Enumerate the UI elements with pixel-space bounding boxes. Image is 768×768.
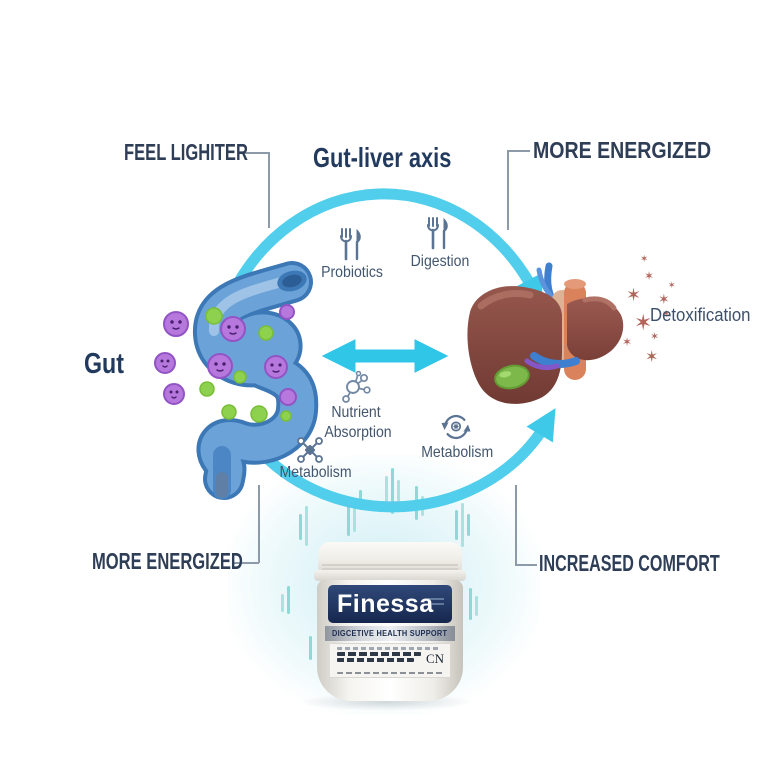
equalizer-line bbox=[455, 510, 458, 540]
toxin-star-icon: ✶ bbox=[634, 310, 653, 335]
x-molecule-icon bbox=[297, 437, 323, 463]
nutrient-line2: Absorption bbox=[324, 424, 392, 441]
cycle-arc-top bbox=[218, 188, 543, 320]
equalizer-line bbox=[309, 636, 312, 660]
label-decoration bbox=[432, 603, 444, 605]
liver-left-lobe bbox=[467, 286, 562, 404]
fine-print-line bbox=[337, 658, 414, 662]
callout-more-energized-bottom: MORE ENERGIZED bbox=[92, 548, 243, 574]
cn-code: CN bbox=[425, 651, 444, 666]
probiotics-label: Probiotics bbox=[321, 264, 383, 281]
connector-line bbox=[243, 152, 269, 154]
toxin-star-icon: ✶ bbox=[640, 254, 649, 265]
connector-line bbox=[507, 150, 530, 152]
digestion-label: Digestion bbox=[410, 253, 470, 270]
jar-brand-band: Finessa bbox=[328, 585, 452, 623]
equalizer-line bbox=[461, 503, 464, 547]
connector-line bbox=[515, 564, 537, 566]
page-title: Gut-liver axis bbox=[313, 142, 452, 173]
jar-info-panel: CN bbox=[330, 643, 450, 678]
metabolism-right-label: Metabolism bbox=[421, 444, 494, 461]
liver-right-lobe bbox=[567, 298, 624, 361]
equalizer-line bbox=[469, 588, 472, 620]
cycle-arrows-icon bbox=[441, 415, 471, 439]
toxin-star-icon: ✶ bbox=[668, 280, 676, 290]
toxin-star-icon: ✶ bbox=[626, 285, 642, 305]
equalizer-line bbox=[385, 476, 388, 506]
detoxification-label: Detoxification bbox=[650, 305, 751, 325]
equalizer-line bbox=[467, 514, 470, 536]
equalizer-line bbox=[347, 498, 350, 536]
jar-lid bbox=[318, 542, 462, 572]
toxin-star-icon: ✶ bbox=[645, 349, 659, 366]
jar-silver-band: DIGCETIVE HEALTH SUPPORT bbox=[325, 626, 455, 641]
toxin-star-icon: ✶ bbox=[644, 269, 655, 283]
molecule-icon bbox=[342, 370, 371, 403]
jar-lid-rim bbox=[314, 570, 466, 581]
equalizer-line bbox=[397, 480, 400, 506]
liver-illustration bbox=[467, 262, 624, 404]
equalizer-line bbox=[281, 594, 284, 612]
callout-increased-comfort: INCREASED COMFORT bbox=[539, 550, 720, 576]
nutrient-line1: Nutrient bbox=[331, 404, 381, 421]
toxin-star-icon: ✶ bbox=[650, 331, 660, 343]
connector-line bbox=[515, 485, 517, 565]
equalizer-line bbox=[475, 596, 478, 616]
equalizer-line bbox=[305, 506, 308, 546]
connector-line bbox=[507, 150, 509, 230]
band-text: DIGCETIVE HEALTH SUPPORT bbox=[332, 629, 448, 638]
connector-line bbox=[258, 485, 260, 563]
equalizer-line bbox=[353, 506, 356, 532]
fork-knife-icon bbox=[427, 217, 448, 250]
cycle-arc-bottom bbox=[240, 408, 556, 513]
fine-print-line bbox=[337, 652, 421, 656]
gut-label: Gut bbox=[84, 348, 124, 380]
fine-print-line bbox=[337, 647, 441, 650]
metabolism-left-label: Metabolism bbox=[279, 464, 352, 481]
label-decoration bbox=[428, 598, 444, 600]
probiotic-bacteria bbox=[154, 304, 297, 406]
nutrient-absorption-label: Nutrient Absorption bbox=[324, 403, 391, 443]
toxin-star-icon: ✶ bbox=[658, 291, 670, 307]
callout-more-energized-top: MORE ENERGIZED bbox=[533, 137, 712, 163]
gallbladder bbox=[494, 364, 530, 390]
equalizer-line bbox=[287, 586, 290, 614]
green-microbes bbox=[199, 307, 292, 423]
gut-illustration bbox=[154, 261, 319, 500]
fork-knife-icon bbox=[340, 228, 361, 261]
product-jar: Finessa DIGCETIVE HEALTH SUPPORT CN bbox=[308, 540, 472, 708]
connector-line bbox=[234, 562, 259, 564]
equalizer-line bbox=[391, 468, 394, 514]
callout-feel-lighter: FEEL LIGHITER bbox=[124, 139, 248, 165]
brand-name: Finessa bbox=[337, 590, 434, 618]
toxin-star-icon: ✶ bbox=[622, 335, 633, 349]
fine-print-line bbox=[337, 671, 443, 674]
equalizer-line bbox=[299, 514, 302, 540]
connector-line bbox=[268, 152, 270, 228]
toxin-star-icon: ✶ bbox=[662, 309, 671, 320]
